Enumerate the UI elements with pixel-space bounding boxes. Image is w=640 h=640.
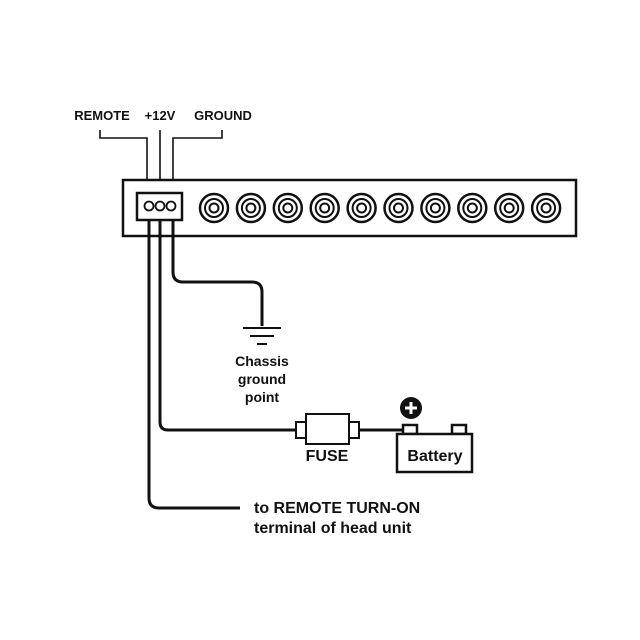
- rca-jack: [457, 192, 488, 224]
- chassis-label-line1: Chassis: [235, 353, 289, 369]
- battery-body: [395, 432, 474, 474]
- rca-jack-row: [198, 192, 562, 224]
- rca-jack: [493, 192, 525, 224]
- remote-label: REMOTE: [74, 108, 130, 123]
- ground-wire: [171, 220, 264, 326]
- fuse: [295, 413, 360, 445]
- label-leader-lines: [99, 130, 223, 184]
- plus12v-label: +12V: [145, 108, 176, 123]
- chassis-label-line2: ground: [238, 371, 286, 387]
- battery-terminal-positive: [401, 423, 419, 436]
- terminal-plus12v: [154, 200, 166, 212]
- ground-symbol: [243, 327, 281, 345]
- remote-leader-line: [99, 130, 148, 184]
- power-wire: [158, 220, 296, 432]
- fuse-body: [305, 413, 350, 445]
- battery: [395, 423, 474, 474]
- terminal-ground: [165, 200, 177, 212]
- terminal-block: [135, 191, 184, 222]
- rca-jack: [198, 192, 230, 224]
- rca-jack: [309, 192, 340, 224]
- battery-label: Battery: [407, 448, 462, 465]
- ground-label: GROUND: [194, 108, 252, 123]
- remote-turnon-line1: to REMOTE TURN-ON: [254, 500, 420, 517]
- positive-symbol-icon: [400, 397, 422, 419]
- ground-leader-line: [172, 130, 223, 184]
- rca-jack: [235, 192, 267, 224]
- rca-jack: [383, 192, 414, 224]
- rca-jack: [420, 192, 451, 224]
- fuse-cap-right: [348, 421, 360, 439]
- battery-terminal-negative: [450, 423, 468, 436]
- rca-jack: [346, 192, 377, 224]
- fuse-label: FUSE: [306, 448, 349, 465]
- terminal-remote: [143, 200, 155, 212]
- rca-jack: [272, 192, 304, 224]
- chassis-label-line3: point: [245, 389, 280, 405]
- fuse-cap-left: [295, 421, 307, 439]
- remote-wire: [147, 220, 240, 510]
- wires: [147, 220, 402, 510]
- remote-turnon-line2: terminal of head unit: [254, 520, 412, 537]
- rca-jack: [530, 192, 562, 224]
